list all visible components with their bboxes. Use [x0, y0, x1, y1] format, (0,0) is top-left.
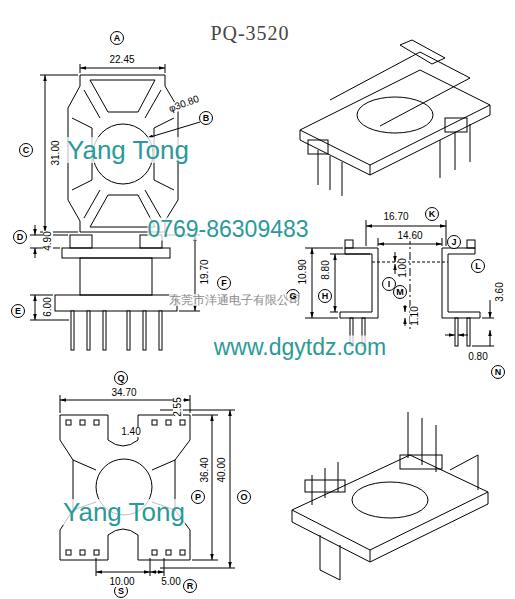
- dimension-value: 4.90: [43, 230, 53, 251]
- drawing-title: PQ-3520: [210, 23, 289, 43]
- callout-circle: [111, 32, 124, 45]
- callout-letter: A: [114, 34, 121, 43]
- watermark: 东莞市洋通电子有限公司: [169, 294, 301, 306]
- callout-letter: B: [203, 114, 210, 123]
- dimension-value: 36.40: [200, 456, 210, 483]
- dimension-value: 6.00: [43, 296, 53, 317]
- callout-circle: [200, 112, 213, 125]
- iso-view-bottom: [292, 412, 488, 580]
- dimension-value: 31.00: [51, 139, 61, 166]
- dimension-value: 10.00: [108, 577, 135, 587]
- callout-circle: [238, 491, 251, 504]
- callout-circle: [218, 277, 231, 290]
- callout-letter: S: [118, 587, 124, 596]
- dimension-value: 2.55: [173, 396, 183, 417]
- callout-circle: [492, 366, 505, 379]
- dimension-value: 1.10: [410, 305, 420, 326]
- dimension-value: 19.70: [200, 258, 210, 285]
- dimension-value: 34.70: [110, 388, 137, 398]
- dimension-value: 10.90: [298, 258, 308, 285]
- dimension-value: 3.60: [495, 281, 505, 302]
- callout-circle: [184, 580, 197, 593]
- dimension-value: 16.70: [382, 212, 409, 222]
- callout-letter: D: [17, 233, 24, 242]
- callout-letter: H: [322, 292, 329, 301]
- dimension-value: 14.60: [396, 231, 423, 241]
- section-view: [305, 220, 494, 346]
- callout-letter: Q: [117, 374, 124, 383]
- callout-letter: O: [240, 493, 247, 502]
- top-view: [40, 64, 200, 232]
- callout-letter: I: [388, 280, 391, 289]
- bottom-view: [60, 395, 235, 576]
- callout-circle: [115, 372, 128, 385]
- callout-letter: L: [475, 262, 481, 271]
- watermark: Yang Tong: [67, 137, 189, 163]
- side-view: [30, 225, 200, 350]
- callout-letter: R: [187, 582, 194, 591]
- callout-letter: N: [495, 368, 502, 377]
- callout-letter: J: [451, 238, 456, 247]
- dimension-value: 1.00: [398, 257, 408, 278]
- callout-circle: [383, 278, 396, 291]
- callout-letter: F: [221, 279, 227, 288]
- dimension-value: 1.40: [120, 427, 141, 437]
- dimension-value: 0.80: [467, 352, 488, 362]
- callout-circle: [426, 208, 439, 221]
- dimension-value: 22.45: [108, 55, 135, 65]
- watermark: Yang Tong: [63, 499, 185, 525]
- callout-letter: M: [396, 288, 404, 297]
- dimension-value: 8.80: [321, 259, 331, 280]
- iso-view-top: [300, 40, 490, 196]
- callout-circle: [319, 290, 332, 303]
- callout-circle: [14, 231, 27, 244]
- callout-letter: E: [15, 307, 21, 316]
- callout-circle: [12, 305, 25, 318]
- watermark: 0769-86309483: [147, 218, 308, 241]
- callout-letter: K: [429, 210, 436, 219]
- callout-letter: G: [289, 292, 296, 301]
- callout-circle: [394, 286, 407, 299]
- dimension-value: 5.00: [160, 577, 181, 587]
- watermark: www.dgytdz.com: [214, 336, 387, 359]
- callout-letter: P: [195, 493, 201, 502]
- callout-circle: [448, 236, 461, 249]
- callout-circle: [472, 260, 485, 273]
- callout-circles: [12, 32, 505, 598]
- callout-circle: [192, 491, 205, 504]
- dimension-value: 40.00: [217, 456, 227, 483]
- callout-letter: C: [23, 146, 30, 155]
- callout-circle: [20, 144, 33, 157]
